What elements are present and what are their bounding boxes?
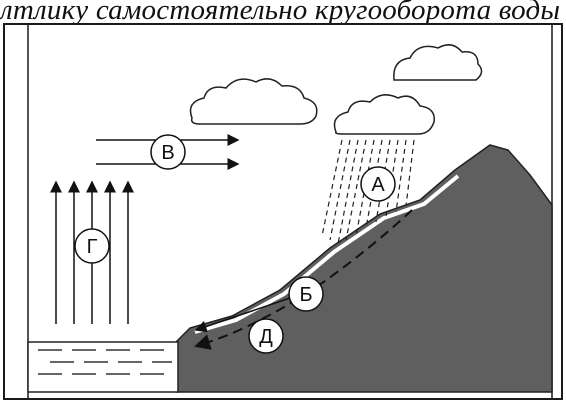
label-b: Б	[299, 284, 312, 306]
label-g-marker: Г	[75, 229, 109, 263]
label-v: В	[161, 142, 174, 164]
label-a: А	[371, 174, 385, 196]
label-d-marker: Д	[249, 319, 283, 353]
label-a-marker: А	[361, 167, 395, 201]
cloud-rain	[335, 95, 435, 134]
cloud-left	[191, 79, 317, 124]
label-b-marker: Б	[289, 277, 323, 311]
label-d: Д	[259, 326, 273, 348]
label-g: Г	[87, 236, 98, 258]
cloud-small-top-right	[394, 45, 482, 80]
label-v-marker: В	[151, 135, 185, 169]
